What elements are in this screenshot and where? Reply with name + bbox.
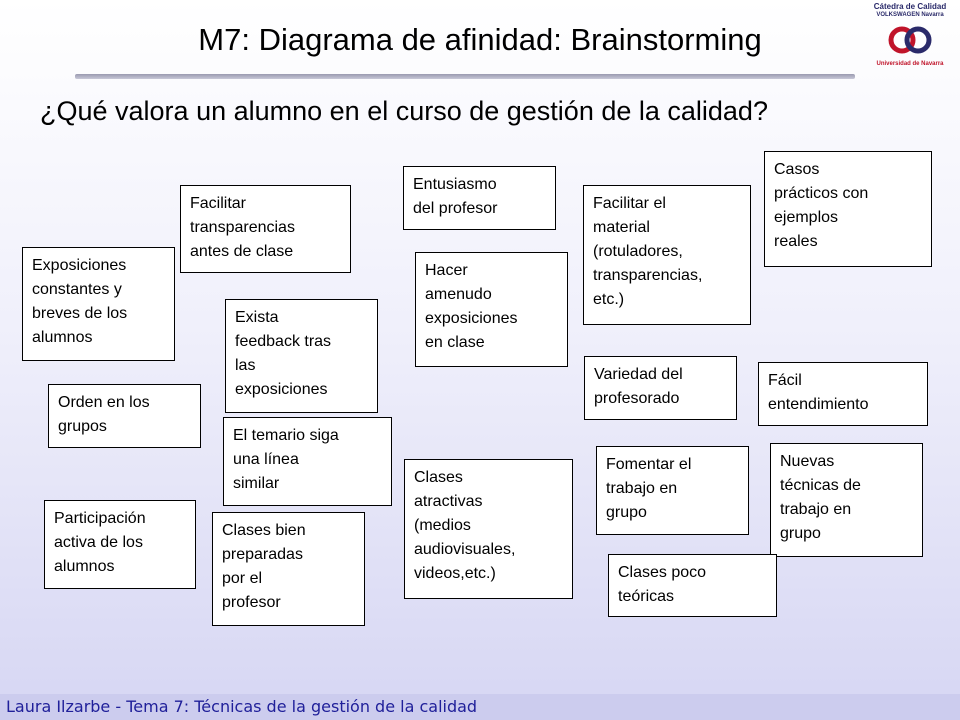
note-line: profesor (222, 594, 281, 611)
note-line: Facilitar (190, 195, 247, 212)
note-line: teóricas (618, 588, 675, 605)
note-line: transparencias, (593, 267, 703, 284)
affinity-note: Clases poco teóricas (608, 554, 777, 617)
affinity-note: Facilitar transparencias antes de clase (180, 185, 351, 273)
note-line: preparadas (222, 546, 303, 563)
affinity-note: Fomentar el trabajo en grupo (596, 446, 749, 535)
note-line: ejemplos (774, 209, 839, 226)
note-line: Participación (54, 510, 146, 527)
affinity-note: Clases atractivas (medios audiovisuales,… (404, 459, 573, 599)
note-line: las (235, 357, 256, 374)
note-line: feedback tras (235, 333, 332, 350)
note-line: atractivas (414, 493, 483, 510)
footer-text: Laura Ilzarbe - Tema 7: Técnicas de la g… (6, 697, 478, 716)
affinity-note: Fácil entendimiento (758, 362, 928, 426)
note-line: (medios (414, 517, 471, 534)
note-line: Exposiciones (32, 257, 127, 274)
note-line: una línea (233, 451, 299, 468)
note-line: Hacer (425, 262, 468, 279)
slide-subtitle: ¿Qué valora un alumno en el curso de ges… (40, 96, 768, 126)
affinity-note: Entusiasmo del profesor (403, 166, 556, 230)
note-line: amenudo (425, 286, 492, 303)
note-line: técnicas de (780, 477, 861, 494)
note-line: Clases bien (222, 522, 306, 539)
note-line: Fácil (768, 372, 802, 389)
note-line: breves de los (32, 305, 128, 322)
note-line: reales (774, 233, 818, 250)
affinity-note: Nuevas técnicas de trabajo en grupo (770, 443, 923, 557)
note-line: Clases poco (618, 564, 707, 581)
affinity-note: Clases bien preparadas por el profesor (212, 512, 365, 626)
note-line: antes de clase (190, 243, 294, 260)
title-divider (75, 74, 855, 79)
note-line: grupo (606, 504, 647, 521)
note-line: similar (233, 475, 280, 492)
affinity-note: El temario siga una línea similar (223, 417, 392, 506)
note-line: entendimiento (768, 396, 869, 413)
note-line: exposiciones (235, 381, 328, 398)
note-line: videos,etc.) (414, 565, 496, 582)
note-line: audiovisuales, (414, 541, 516, 558)
affinity-note: Hacer amenudo exposiciones en clase (415, 252, 568, 367)
note-line: material (593, 219, 650, 236)
note-line: etc.) (593, 291, 625, 308)
note-line: en clase (425, 334, 485, 351)
note-line: El temario siga (233, 427, 339, 444)
note-line: grupos (58, 418, 107, 435)
slide-footer: Laura Ilzarbe - Tema 7: Técnicas de la g… (0, 694, 960, 720)
logo-emblem-icon (888, 26, 932, 54)
note-line: alumnos (32, 329, 93, 346)
affinity-note: Exposiciones constantes y breves de los … (22, 247, 175, 361)
note-line: grupo (780, 525, 821, 542)
note-line: (rotuladores, (593, 243, 683, 260)
note-line: del profesor (413, 200, 498, 217)
note-line: Casos (774, 161, 820, 178)
note-line: Fomentar el (606, 456, 692, 473)
note-line: trabajo en (606, 480, 678, 497)
logo-top-text: Cátedra de Calidad (873, 2, 947, 11)
note-line: por el (222, 570, 263, 587)
affinity-note: Participación activa de los alumnos (44, 500, 196, 589)
note-line: Variedad del (594, 366, 683, 383)
university-logo: Cátedra de Calidad VOLKSWAGEN Navarra Un… (862, 2, 958, 72)
affinity-note: Facilitar el material (rotuladores, tran… (583, 185, 751, 325)
note-line: activa de los (54, 534, 143, 551)
affinity-note: Casos prácticos con ejemplos reales (764, 151, 932, 267)
slide-title: M7: Diagrama de afinidad: Brainstorming (198, 22, 762, 57)
note-line: Facilitar el (593, 195, 666, 212)
note-line: prácticos con (774, 185, 869, 202)
note-line: Nuevas (780, 453, 835, 470)
affinity-note: Variedad del profesorado (584, 356, 737, 420)
note-line: constantes y (32, 281, 122, 298)
logo-bottom-text: Universidad de Navarra (876, 61, 944, 67)
note-line: Orden en los (58, 394, 150, 411)
note-line: transparencias (190, 219, 295, 236)
logo-sub-text: VOLKSWAGEN Navarra (876, 12, 944, 18)
affinity-note: Orden en los grupos (48, 384, 201, 448)
affinity-note: Exista feedback tras las exposiciones (225, 299, 378, 413)
note-line: Entusiasmo (413, 176, 497, 193)
note-line: Clases (414, 469, 463, 486)
note-line: alumnos (54, 558, 115, 575)
note-line: trabajo en (780, 501, 852, 518)
note-line: profesorado (594, 390, 680, 407)
note-line: Exista (235, 309, 279, 326)
note-line: exposiciones (425, 310, 518, 327)
